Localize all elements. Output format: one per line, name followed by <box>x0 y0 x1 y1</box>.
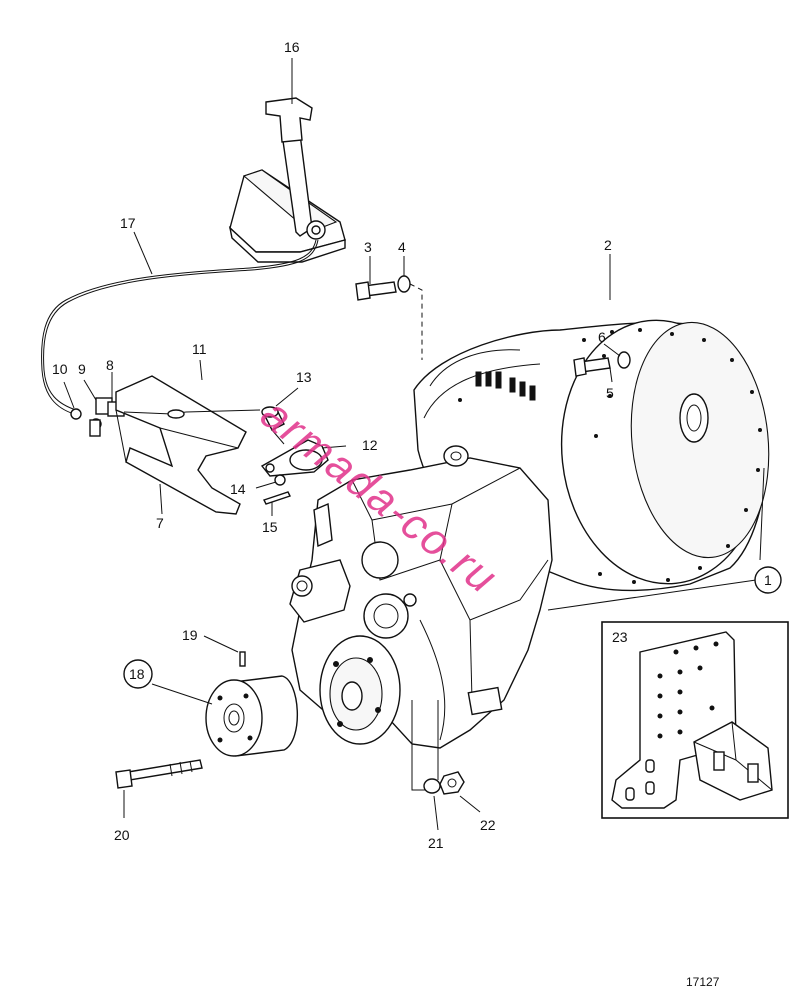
callout-12: 12 <box>362 437 378 453</box>
callout-11: 11 <box>192 341 207 357</box>
callout-8: 8 <box>106 357 114 373</box>
figure-number: 17127 <box>686 975 720 989</box>
callout-9: 9 <box>78 361 86 377</box>
mounting-bracket <box>115 375 247 515</box>
callout-19: 19 <box>182 627 198 643</box>
callout-3: 3 <box>364 239 372 255</box>
shift-linkage <box>260 406 329 505</box>
callout-21: 21 <box>428 835 444 851</box>
callouts: 16 17 3 4 2 6 5 11 8 9 10 13 12 14 15 7 … <box>52 39 782 851</box>
callout-20: 20 <box>114 827 130 843</box>
callout-10: 10 <box>52 361 68 377</box>
callout-17: 17 <box>120 215 136 231</box>
control-cable <box>41 239 317 415</box>
mounting-plate <box>611 631 737 809</box>
callout-7: 7 <box>156 515 164 531</box>
leader-lines <box>63 58 765 831</box>
callout-18-circle <box>123 659 153 689</box>
callout-4: 4 <box>398 239 406 255</box>
control-lever-assembly <box>228 97 346 263</box>
washer-4 <box>397 275 411 293</box>
callout-22: 22 <box>480 817 496 833</box>
callout-16: 16 <box>284 39 300 55</box>
callout-18: 18 <box>129 666 145 682</box>
callout-14: 14 <box>230 481 246 497</box>
callout-1-circle <box>754 566 782 594</box>
callout-13: 13 <box>296 369 312 385</box>
engine-foot <box>693 721 773 801</box>
callout-15: 15 <box>262 519 278 535</box>
callout-1: 1 <box>764 572 772 588</box>
bolt <box>115 759 203 789</box>
callout-2: 2 <box>604 237 612 253</box>
output-flange <box>319 635 401 745</box>
callout-23: 23 <box>612 629 628 645</box>
callout-6: 6 <box>598 329 606 345</box>
flexible-coupling <box>205 675 299 757</box>
washer-21 <box>423 778 441 794</box>
nut-22 <box>439 771 465 795</box>
callout-5: 5 <box>606 385 614 401</box>
housing-bolt-3 <box>355 281 397 301</box>
washer-6 <box>617 351 631 369</box>
pin <box>239 651 246 667</box>
